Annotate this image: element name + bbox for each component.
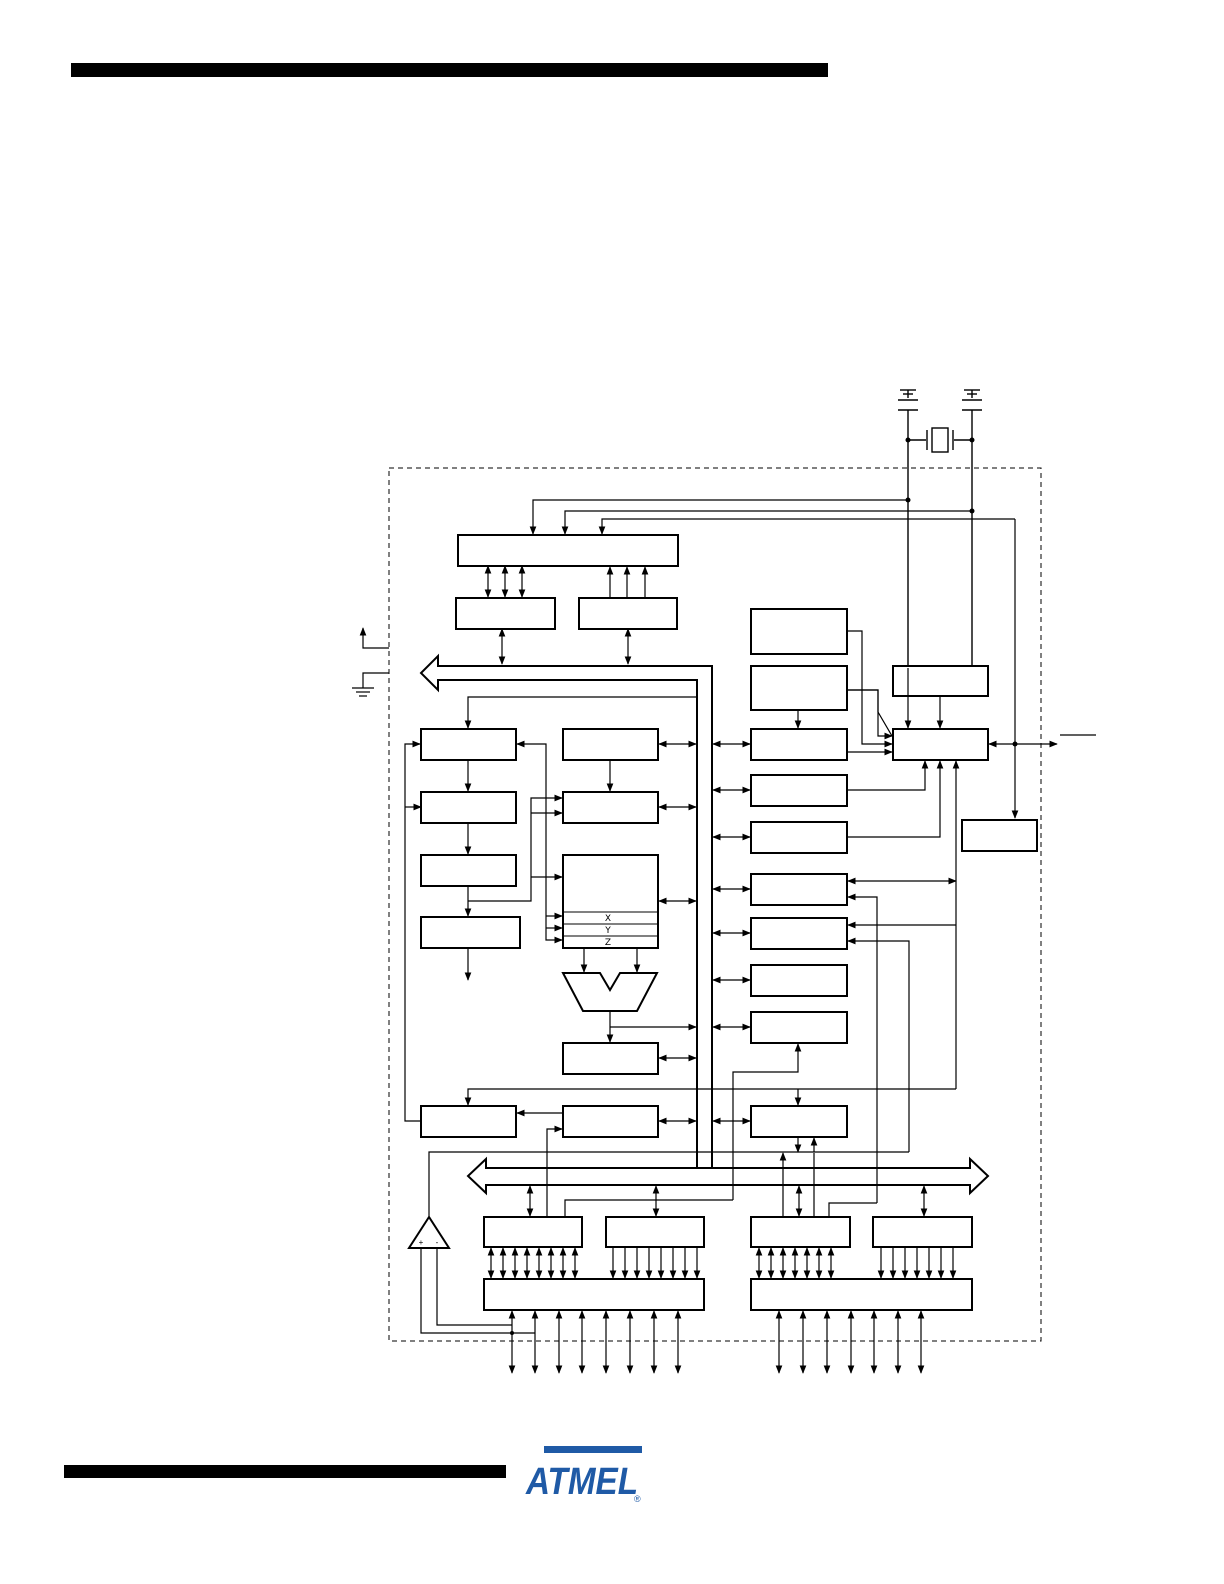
eeprom-block [578,597,678,630]
analog-comparator-control-block [750,1011,848,1044]
mcu-control-block [750,728,848,761]
general-purpose-registers-block [562,854,659,949]
external-port-pins [508,1310,925,1374]
status-register-block [562,791,659,824]
interrupt-control-block [750,1105,848,1138]
alu-shape [561,972,659,1012]
atmel-logo: ATMEL ® [525,1446,642,1504]
data-bus-bottom [466,1156,990,1196]
timing-control-block [892,728,989,761]
comparator-plus-label: + [419,1238,424,1247]
power-pins [352,627,389,697]
register-label-y: Y [604,926,611,936]
portd-ddr-block [872,1216,973,1248]
portb-drivers-block [483,1278,705,1311]
interrupt-unit-block [750,873,848,906]
control-lines-block [420,916,521,949]
oscillator-block [892,665,989,697]
stack-pointer-block [562,728,659,761]
crystal-oscillator [898,389,982,668]
programming-logic-block [420,1105,517,1138]
comparator-minus-label: - [436,1238,439,1247]
timer-counter1-block [750,821,848,854]
portd-data-register-block [750,1216,851,1248]
analog-comparator-shape [407,1215,451,1249]
portb-data-register-block [483,1216,583,1248]
portb-ddr-block [605,1216,705,1248]
register-label-z: Z [605,938,611,948]
power-on-reset-block [750,665,848,711]
instruction-register-block [420,791,517,824]
atmel-logo-text: ATMEL [525,1461,638,1503]
program-counter-block [420,728,517,761]
reset-block [961,819,1038,852]
timer-counter0-block [750,774,848,807]
register-label-x: X [605,914,611,924]
sram-block [455,597,556,630]
spi-block [750,917,848,950]
watchdog-timer-block [750,608,848,655]
spi-programming-block [562,1105,659,1138]
port-bit-lines [487,1247,957,1279]
footer-rule [64,1465,506,1478]
portd-drivers-block [750,1278,973,1311]
registered-mark: ® [634,1494,641,1504]
instruction-decoder-block [420,854,517,887]
usart-block [750,964,848,997]
status-control-block [562,1042,659,1075]
chip-boundary [388,467,1042,1342]
data-bus-top [419,653,713,1168]
program-flash-block [457,534,679,567]
header-rule [71,63,828,77]
